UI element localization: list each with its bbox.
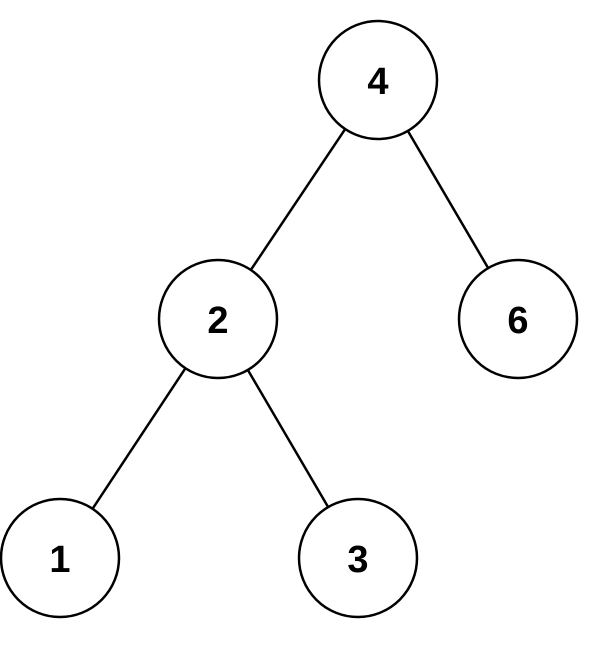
nodes: 4 2 6 1 3: [0, 19, 579, 619]
node-2-circle: [157, 258, 279, 380]
node-3-label: 3: [347, 539, 368, 581]
node-1: 1: [0, 497, 121, 619]
edges: [91, 127, 490, 511]
node-6: 6: [457, 258, 579, 380]
node-2: 2: [157, 258, 279, 380]
node-3-circle: [297, 497, 419, 619]
edge-2-to-1: [91, 366, 187, 511]
node-2-label: 2: [207, 300, 228, 342]
edge-4-to-6: [406, 129, 490, 270]
edge-2-to-3: [246, 368, 330, 509]
node-4-label: 4: [367, 61, 388, 103]
node-1-circle: [0, 497, 121, 619]
node-4: 4: [317, 19, 439, 141]
node-6-label: 6: [507, 300, 528, 342]
node-3: 3: [297, 497, 419, 619]
edge-4-to-2: [249, 127, 347, 272]
node-1-label: 1: [49, 539, 70, 581]
node-6-circle: [457, 258, 579, 380]
node-4-circle: [317, 19, 439, 141]
